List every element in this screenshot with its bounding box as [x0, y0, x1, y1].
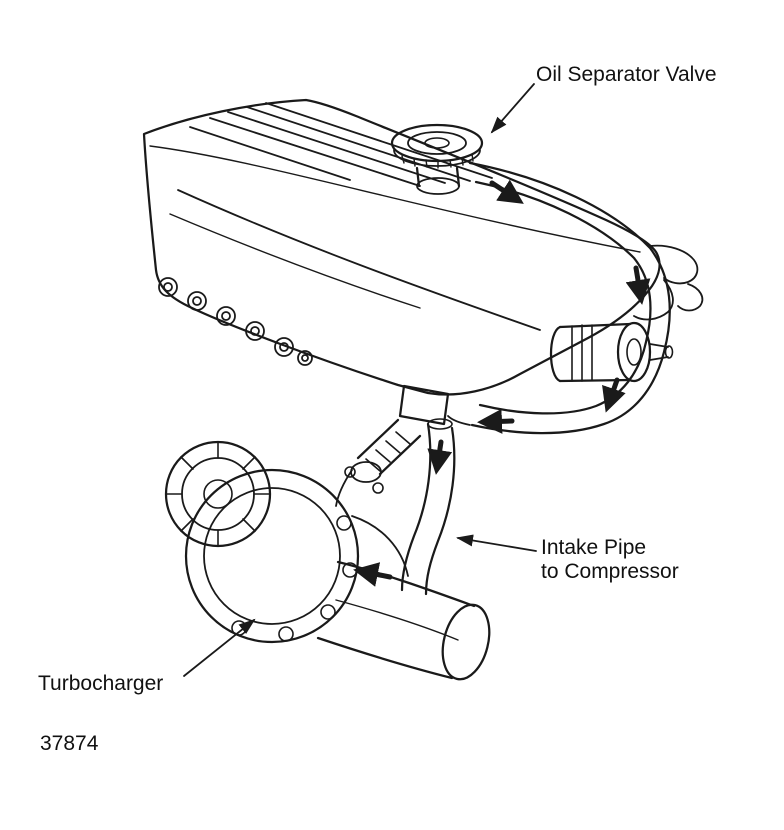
hose-loop: [447, 161, 671, 435]
breather-port: [398, 384, 450, 426]
leader-oil-separator-valve: [490, 83, 535, 134]
leader-lines: [183, 83, 537, 677]
turbo-inlet-cap: [164, 440, 272, 548]
intake-pipe-label: Intake Pipe to Compressor: [541, 536, 679, 584]
leader-turbocharger: [183, 618, 256, 677]
oil-separator-valve-label: Oil Separator Valve: [536, 63, 717, 86]
right-bracket: [633, 244, 704, 321]
flex-coupling: [335, 418, 422, 507]
compressor-outlet-pipe: [316, 515, 491, 681]
leader-intake-pipe: [456, 534, 537, 552]
separator-valve-body: [549, 321, 674, 383]
intake-pipe-label-line1: Intake Pipe: [541, 536, 647, 559]
turbo-housing: [184, 468, 360, 644]
turbocharger-label: Turbocharger: [38, 672, 164, 695]
valve-cover-ribs: [189, 102, 493, 187]
bolt-bosses: [158, 277, 313, 366]
oil-separator-cap: [390, 123, 484, 195]
flow-arrows: [353, 179, 651, 587]
figure-number: 37874: [40, 732, 99, 755]
intake-pipe-label-line2: to Compressor: [541, 560, 679, 583]
